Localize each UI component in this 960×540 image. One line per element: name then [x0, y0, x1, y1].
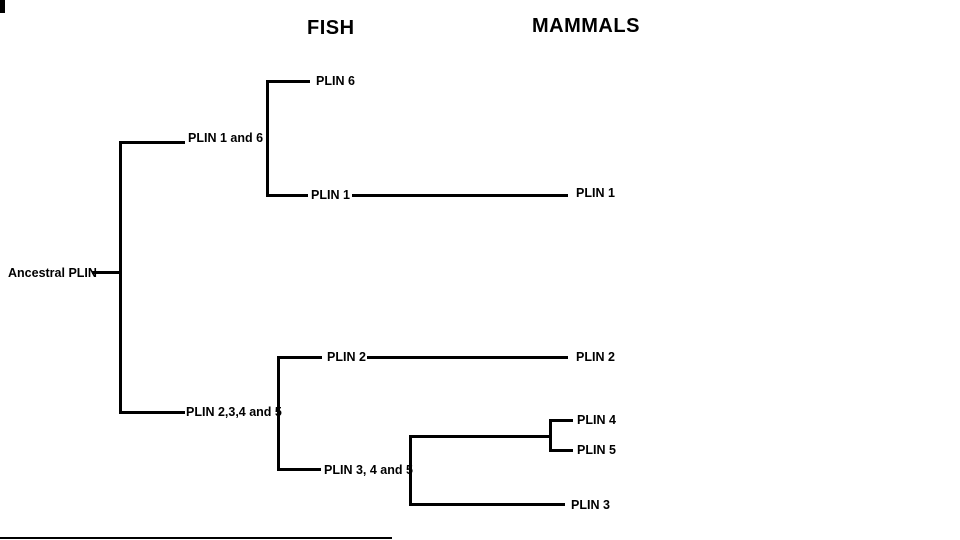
label-plin-2345: PLIN 2,3,4 and 5	[186, 405, 282, 419]
branch-to-plin-2345	[119, 411, 185, 414]
branch-to-plin-5	[549, 449, 573, 452]
label-plin-4: PLIN 4	[577, 413, 616, 427]
label-ancestral-plin: Ancestral PLIN	[8, 266, 97, 280]
branch-root-stub	[92, 271, 122, 274]
label-plin-5: PLIN 5	[577, 443, 616, 457]
top-left-corner-mark	[0, 0, 5, 13]
branch-plin-345-vertical	[409, 435, 412, 506]
label-plin-1-fish: PLIN 1	[311, 188, 350, 202]
column-header-mammals: MAMMALS	[532, 15, 640, 37]
label-plin-1-mammal: PLIN 1	[576, 186, 615, 200]
branch-plin-1-fish-to-mammal	[352, 194, 568, 197]
label-plin-1-and-6: PLIN 1 and 6	[188, 131, 264, 145]
branch-to-plin-1-and-6	[119, 141, 185, 144]
label-plin-3: PLIN 3	[571, 498, 610, 512]
branch-plin-4-5-vertical	[549, 419, 552, 452]
branch-to-plin-4-5-node	[409, 435, 551, 438]
branch-to-plin-2-fish	[277, 356, 322, 359]
label-plin-2-fish: PLIN 2	[327, 350, 366, 364]
branch-root-vertical	[119, 141, 122, 414]
branch-to-plin-1-fish	[266, 194, 308, 197]
branch-to-plin-3	[409, 503, 565, 506]
column-header-fish: FISH	[307, 17, 355, 39]
branch-plin-2-fish-to-mammal	[367, 356, 568, 359]
bottom-edge-line	[0, 537, 392, 539]
branch-plin-1-6-vertical	[266, 80, 269, 197]
branch-to-plin-6	[266, 80, 310, 83]
label-plin-345: PLIN 3, 4 and 5	[324, 463, 413, 477]
label-plin-2-mammal: PLIN 2	[576, 350, 615, 364]
branch-plin-2345-vertical	[277, 356, 280, 471]
branch-to-plin-345	[277, 468, 321, 471]
branch-to-plin-4	[549, 419, 573, 422]
label-plin-6: PLIN 6	[316, 74, 355, 88]
